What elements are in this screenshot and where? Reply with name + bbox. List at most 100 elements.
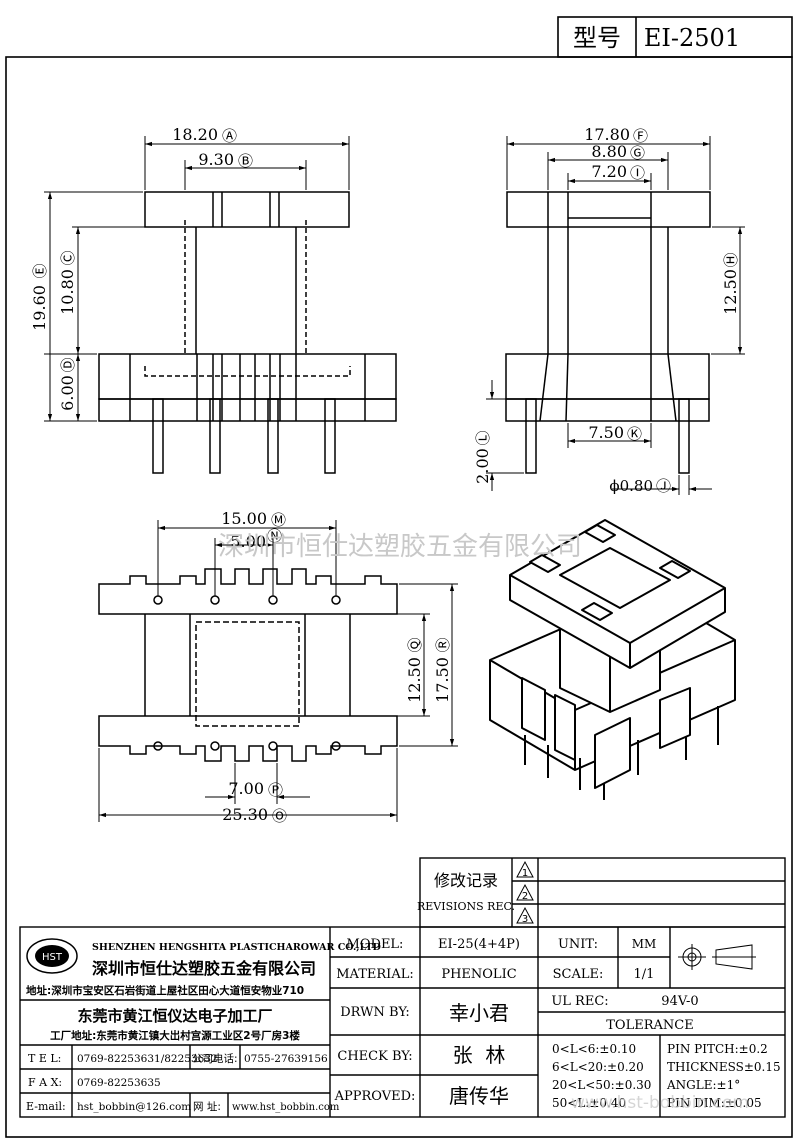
- dim-top-pin-pitch-tag: Ⓝ: [267, 527, 282, 545]
- dim-side-height-tag: Ⓗ: [722, 252, 740, 267]
- dim-total-width-tag: Ⓞ: [272, 807, 287, 825]
- dim-top-inner: 12.50: [405, 657, 424, 703]
- dim-top-inner-tag: Ⓠ: [406, 637, 424, 652]
- dim-pin-len: 2.00: [473, 448, 492, 484]
- side-view: [505, 191, 711, 474]
- dim-side-inner2-tag: Ⓘ: [630, 164, 645, 182]
- dim-front-width: 18.20: [172, 125, 218, 144]
- dim-base-height: 6.00: [58, 375, 77, 411]
- dim-top-pin-pitch: 5.00: [230, 532, 266, 551]
- tel-label: T E L:: [28, 1052, 61, 1065]
- projection-symbol-icon: [678, 944, 756, 970]
- dim-pin-dia: ϕ0.80: [609, 477, 653, 495]
- factory-name: 东莞市黄江恒仪达电子加工厂: [77, 1007, 272, 1025]
- tolerance-row-2: 6<L<20:±0.20: [552, 1060, 644, 1074]
- spec-model-label: MODEL:: [347, 937, 404, 952]
- web-value: www.hst_bobbin.com: [232, 1102, 340, 1113]
- spec-tolerance-label: TOLERANCE: [606, 1018, 693, 1033]
- spec-ul-value: 94V-0: [661, 994, 698, 1009]
- tolerance-row-1: 0<L<6:±0.10: [552, 1042, 636, 1056]
- dim-side-inner2: 7.20: [591, 162, 627, 181]
- spec-ul-label: UL REC:: [551, 994, 608, 1009]
- spec-unit-label: UNIT:: [558, 937, 598, 952]
- dim-side-inner1: 8.80: [591, 142, 627, 161]
- dim-total-height: 19.60: [30, 285, 49, 331]
- dim-front-inner: 9.30: [198, 150, 234, 169]
- dim-top-outer-tag: Ⓡ: [434, 637, 452, 652]
- spec-approved-value: 唐传华: [449, 1084, 509, 1108]
- dim-side-width: 17.80: [584, 125, 630, 144]
- dim-upper-height-tag: Ⓒ: [59, 250, 77, 265]
- spec-approved-label: APPROVED:: [334, 1089, 416, 1104]
- model-label: 型号: [573, 24, 621, 52]
- model-title-block: 型号 EI-2501: [557, 16, 793, 58]
- dim-top-outer: 17.50: [433, 657, 452, 703]
- pin-tolerance-row-4: PIN DIM:±0.05: [667, 1096, 762, 1110]
- spec-drawn-value: 幸小君: [449, 1001, 509, 1025]
- tel-value: 0769-82253631/82253632: [77, 1053, 218, 1065]
- pin-tolerance-row-1: PIN PITCH:±0.2: [667, 1042, 768, 1056]
- email-value: hst_bobbin@126.com: [77, 1101, 191, 1113]
- logo-text: HST: [42, 952, 63, 963]
- dim-side-inner1-tag: Ⓖ: [630, 144, 645, 162]
- pin-tolerance-row-2: THICKNESS±0.15: [667, 1060, 781, 1074]
- dim-base-height-tag: Ⓓ: [59, 357, 77, 372]
- spec-check-value: 张 林: [453, 1043, 506, 1067]
- factory-address: 工厂地址:东莞市黄江镇大岀村宫源工业区2号厂房3楼: [50, 1029, 300, 1042]
- footer-watermark: www.hst-bobbin.com: [571, 1093, 749, 1113]
- company-logo: HST: [26, 938, 78, 974]
- dim-front-width-tag: Ⓐ: [222, 127, 237, 145]
- dim-side-height: 12.50: [721, 269, 740, 315]
- spec-scale-value: 1/1: [634, 967, 655, 982]
- revisions-block: [419, 857, 786, 928]
- company-address: 地址:深圳市宝安区石岩街道上屋社区田心大道恒安物业710: [26, 984, 304, 997]
- isometric-view: [489, 519, 736, 800]
- title-block-grid: [19, 926, 786, 1118]
- dim-pin-dia-tag: Ⓙ: [656, 477, 671, 495]
- dim-total-width: 25.30: [222, 805, 268, 824]
- spec-model-value: EI-25(4+4P): [438, 937, 520, 952]
- dim-pin-span: 7.50: [588, 423, 624, 442]
- fax-value: 0769-82253635: [77, 1077, 161, 1089]
- pin-tolerance-row-3: ANGLE:±1°: [666, 1078, 740, 1092]
- web-label: 网 址:: [193, 1100, 221, 1113]
- dim-side-width-tag: Ⓕ: [633, 127, 648, 145]
- side-view-dimensions: [486, 136, 745, 495]
- dim-total-height-tag: Ⓔ: [31, 263, 49, 278]
- spec-drawn-label: DRWN BY:: [340, 1005, 409, 1020]
- top-view: [98, 568, 398, 762]
- front-view-dimensions: [44, 136, 350, 422]
- sheet-border: [5, 56, 793, 1138]
- model-value: EI-2501: [644, 24, 740, 52]
- dim-bottom-gap-tag: Ⓟ: [268, 781, 283, 799]
- dim-top-pin-span-tag: Ⓜ: [271, 511, 286, 529]
- watermark: 深圳市恒仕达塑胶五金有限公司: [218, 532, 582, 562]
- spec-check-label: CHECK BY:: [337, 1049, 412, 1064]
- fax-label: F A X:: [28, 1076, 62, 1089]
- top-view-dimensions: [98, 520, 458, 822]
- spec-scale-label: SCALE:: [553, 967, 604, 982]
- tolerance-row-3: 20<L<50:±0.30: [552, 1078, 651, 1092]
- dim-front-inner-tag: Ⓑ: [238, 152, 253, 170]
- spec-unit-value: MM: [632, 937, 657, 951]
- revisions-label-cn: 修改记录: [434, 871, 498, 890]
- revision-mark-1: 1: [522, 868, 528, 879]
- company-phone-label: 公司电话:: [192, 1052, 238, 1065]
- front-view: [98, 191, 397, 474]
- spec-material-label: MATERIAL:: [336, 967, 413, 982]
- revisions-label-en: REVISIONS REC.: [417, 900, 515, 913]
- revision-mark-2: 2: [522, 891, 528, 902]
- dim-pin-span-tag: Ⓚ: [627, 425, 642, 443]
- revision-marks: 1 2 3: [516, 860, 534, 925]
- revision-mark-3: 3: [522, 914, 528, 925]
- company-name-cn: 深圳市恒仕达塑胶五金有限公司: [92, 959, 316, 978]
- spec-material-value: PHENOLIC: [441, 967, 516, 982]
- email-label: E-mail:: [26, 1100, 66, 1113]
- dim-bottom-gap: 7.00: [228, 779, 264, 798]
- dim-upper-height: 10.80: [58, 269, 77, 315]
- dim-pin-len-tag: Ⓛ: [474, 430, 492, 445]
- company-phone-value: 0755-27639156: [244, 1053, 328, 1065]
- company-name-en: SHENZHEN HENGSHITA PLASTICHAROWAR CO.,LT…: [92, 942, 381, 953]
- dim-top-pin-span: 15.00: [221, 509, 267, 528]
